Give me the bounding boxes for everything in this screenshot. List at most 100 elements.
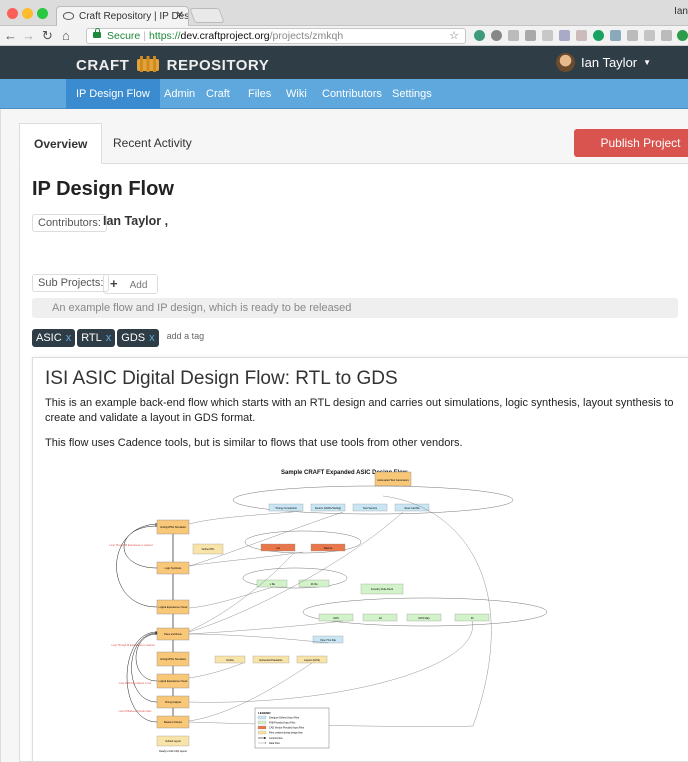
diagram-mid-group <box>242 567 348 589</box>
back-arrow-icon[interactable]: ← <box>4 28 17 43</box>
diagram-legend-item: CAD Vendor Provided Input Files <box>269 727 305 730</box>
diagram-data-flow-line <box>188 551 304 567</box>
diagram-legend-swatch <box>257 720 267 725</box>
tab-overview[interactable]: Overview <box>19 123 103 164</box>
close-tab-icon[interactable]: ✕ <box>175 10 184 21</box>
user-menu[interactable]: Ian Taylor▼ <box>556 53 651 72</box>
diagram-file-label: Netlist <box>226 658 233 662</box>
extension-icon-1[interactable] <box>474 30 485 41</box>
diagram-tcl-label: View TCL File <box>320 638 337 642</box>
diagram-stage-label: Logic Synthesis <box>165 567 183 570</box>
extension-icon-12[interactable] <box>661 30 672 41</box>
extension-icon-6[interactable] <box>559 30 570 41</box>
diagram-stage-label: Logical Equivalence Check <box>159 680 189 683</box>
secure-label: Secure <box>107 30 141 42</box>
remove-tag-icon[interactable]: x <box>149 332 155 344</box>
diagram-loop-arc <box>123 525 158 569</box>
diagram-file-box <box>318 613 354 622</box>
diagram-lib-group <box>244 530 362 554</box>
diagram-verified-layout-label: Verified Layout <box>165 740 181 743</box>
remove-tag-icon[interactable]: x <box>105 332 112 344</box>
extension-icon-13[interactable] <box>677 30 688 41</box>
diagram-file-box <box>352 503 388 512</box>
publish-project-button[interactable]: Publish Project <box>574 129 688 157</box>
subprojects-label: Sub Projects: <box>32 274 110 292</box>
diagram-data-flow-line <box>188 586 274 609</box>
extension-icon-7[interactable] <box>576 30 587 41</box>
diagram-file-label: Layout (GDS) <box>304 658 320 662</box>
nav-item-ip-design-flow[interactable]: IP Design Flow <box>66 79 160 109</box>
reload-icon[interactable]: ↻ <box>42 28 53 43</box>
favicon-icon <box>63 12 74 20</box>
url-scheme: https:// <box>149 30 181 42</box>
extension-icon-2[interactable] <box>491 30 502 41</box>
tab-recent-activity[interactable]: Recent Activity <box>113 136 192 150</box>
diagram-data-flow-line <box>188 553 294 632</box>
nav-item-admin[interactable]: Admin <box>164 88 196 100</box>
flow-paragraph-2: This flow uses Cadence tools, but is sim… <box>45 437 463 449</box>
sub-tab-bar: Overview Recent Activity Publish Project <box>19 117 688 164</box>
tag-label: ASIC <box>36 332 62 344</box>
nav-item-wiki[interactable]: Wiki <box>286 88 307 100</box>
diagram-data-flow-line <box>188 511 404 633</box>
browser-profile-chip[interactable]: Ian <box>674 6 688 17</box>
diagram-stage-label: Verilog/VHDL Simulation <box>160 658 187 661</box>
diagram-legend-title: LEGEND <box>258 711 271 715</box>
diagram-file-label: .v file <box>269 582 276 586</box>
add-subproject-button[interactable]: +Add <box>103 274 159 294</box>
main-nav: IP Design Flow Admin Craft Files Wiki Co… <box>0 79 688 109</box>
extension-icon-10[interactable] <box>627 30 638 41</box>
diagram-legend-swatch <box>257 730 267 735</box>
diagram-legend-item: Designer Defined Input Files <box>269 717 300 720</box>
diagram-file-label: GDS <box>333 616 339 620</box>
diagram-stage-box <box>156 651 190 667</box>
contributors-label: Contributors: <box>32 214 107 232</box>
diagram-verified-rtl-label: Verified RTL <box>201 548 215 551</box>
diagram-foundry-files: GDS .lef GDS Map .lib <box>318 613 490 622</box>
diagram-file-box <box>256 579 288 588</box>
bookmark-star-icon[interactable]: ☆ <box>449 30 459 42</box>
extension-icon-5[interactable] <box>542 30 553 41</box>
diagram-file-box <box>394 503 430 512</box>
zoom-window-icon[interactable] <box>37 8 48 19</box>
app-header: CRAFT REPOSITORY Ian Taylor▼ <box>0 46 688 79</box>
minimize-window-icon[interactable] <box>22 8 33 19</box>
extension-icon-8[interactable] <box>593 30 604 41</box>
nav-item-contributors[interactable]: Contributors <box>322 88 382 100</box>
extension-icon-11[interactable] <box>644 30 655 41</box>
contributor-name[interactable]: Ian Taylor , <box>103 214 169 228</box>
diagram-file-box <box>268 503 304 512</box>
diagram-legend-item: Files created during design flow <box>269 732 303 735</box>
diagram-file-label: Timing Constraints <box>275 506 297 510</box>
brand-logo[interactable]: CRAFT REPOSITORY <box>76 55 269 74</box>
address-bar: ← → ↻ ⌂ Secure|https://dev.craftproject.… <box>0 26 688 46</box>
url-path: /projects/zmkqh <box>269 30 344 42</box>
url-input[interactable]: Secure|https://dev.craftproject.org/proj… <box>86 28 466 44</box>
diagram-stage-label: Logical Equivalence Check <box>159 606 189 609</box>
nav-item-files[interactable]: Files <box>248 88 272 100</box>
url-host: dev.craftproject.org <box>180 30 270 42</box>
forward-arrow-icon[interactable]: → <box>22 28 35 43</box>
diagram-verified-layout <box>156 735 190 747</box>
project-description[interactable]: An example flow and IP design, which is … <box>32 298 678 318</box>
brand-right-text: REPOSITORY <box>166 57 270 74</box>
extension-icon-4[interactable] <box>525 30 536 41</box>
browser-tab[interactable]: Craft Repository | IP Design Fl ✕ <box>56 6 189 26</box>
diagram-legend-swatch <box>257 715 267 720</box>
home-icon[interactable]: ⌂ <box>62 28 70 43</box>
add-tag-input[interactable]: add a tag <box>166 331 205 341</box>
diagram-foundry-label: Foundry Rule Deck <box>371 587 394 591</box>
close-window-icon[interactable] <box>7 8 18 19</box>
nav-item-settings[interactable]: Settings <box>392 88 432 100</box>
nav-item-craft[interactable]: Craft <box>206 88 230 100</box>
extension-icon-9[interactable] <box>610 30 621 41</box>
new-tab-button[interactable] <box>189 8 225 23</box>
diagram-data-flow-line <box>188 495 492 727</box>
diagram-data-flow-line <box>188 662 244 679</box>
diagram-verified-rtl <box>192 543 224 555</box>
extension-icon-3[interactable] <box>508 30 519 41</box>
diagram-file-label: Lef <box>276 546 280 550</box>
diagram-stage-label: Timing Analysis <box>165 701 182 704</box>
remove-tag-icon[interactable]: x <box>65 332 72 344</box>
